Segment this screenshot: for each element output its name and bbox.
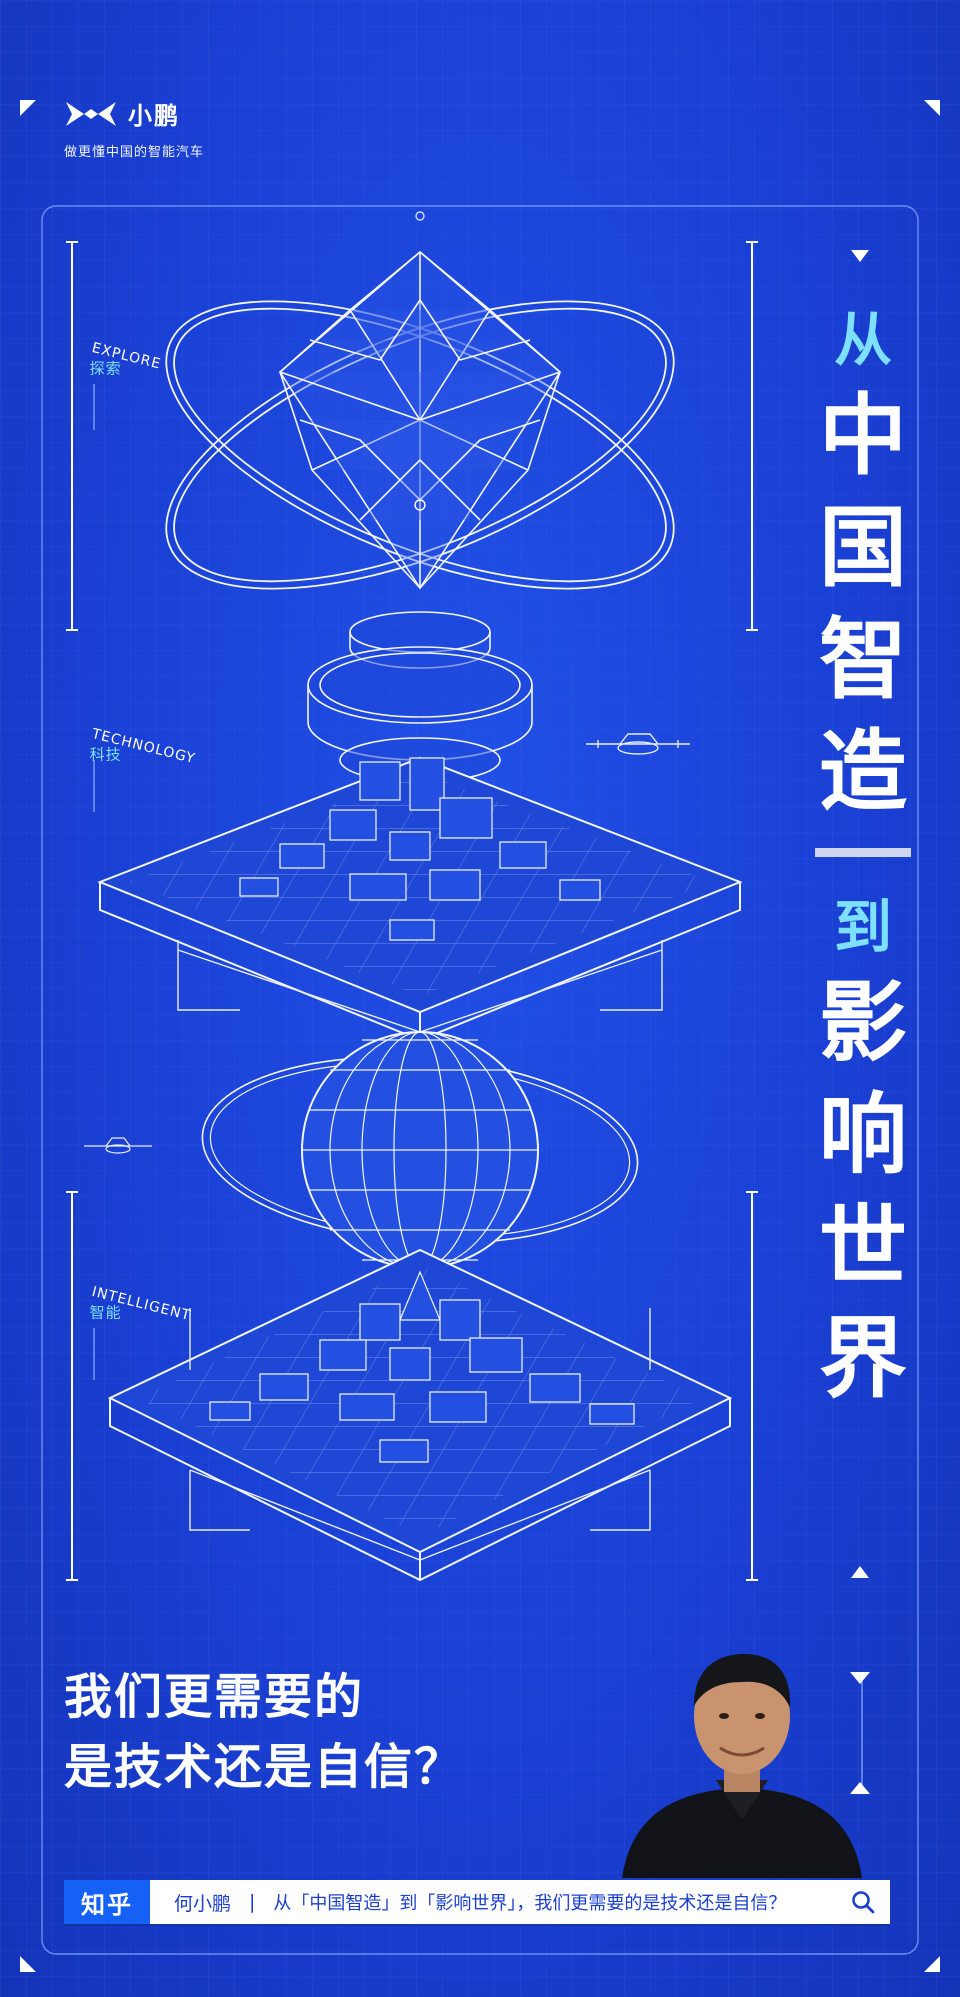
brand-name: 小鹏 — [128, 102, 180, 130]
title-char: 国 — [818, 496, 907, 599]
title-char: 世 — [818, 1195, 907, 1298]
title-char: 影 — [818, 971, 907, 1074]
label-cn: 科技 — [89, 745, 122, 764]
drone-icon — [84, 1137, 152, 1154]
label-cn: 探索 — [89, 359, 122, 378]
separator: | — [249, 1891, 256, 1913]
globe-icon — [201, 1031, 639, 1269]
title-from: 从 — [833, 306, 892, 374]
title-dash — [815, 848, 911, 857]
question-line: 我们更需要的 — [64, 1669, 365, 1725]
title-char: 响 — [818, 1083, 907, 1186]
inner-frame — [41, 205, 919, 1955]
title-char: 中 — [818, 384, 907, 487]
title-char: 界 — [818, 1307, 907, 1410]
question-heading: 我们更需要的 是技术还是自信？ — [64, 1662, 464, 1802]
title-char: 智 — [818, 608, 907, 711]
crystal-icon — [278, 250, 562, 590]
zhihu-tag: 知乎 — [64, 1880, 150, 1924]
corner-marks — [20, 100, 940, 1972]
drone-icon — [586, 733, 690, 755]
title-to: 到 — [833, 893, 892, 961]
xpeng-logo-icon — [66, 101, 116, 126]
city-platform-top — [97, 756, 743, 1042]
label-cn: 智能 — [89, 1303, 122, 1322]
brand-slogan: 做更懂中国的智能汽车 — [64, 145, 205, 160]
vertical-title: 从 中 国 智 造 到 影 响 世 界 — [808, 300, 918, 1415]
city-platform-bottom — [107, 1248, 733, 1582]
zhihu-search-bar[interactable]: 知乎 何小鹏 | 从「中国智造」到「影响世界」，我们更需要的是技术还是自信？ — [64, 1880, 890, 1924]
author-name: 何小鹏 — [174, 1892, 232, 1915]
title-char: 造 — [818, 720, 907, 823]
brand-block: 小鹏 做更懂中国的智能汽车 — [64, 96, 204, 160]
search-query: 从「中国智造」到「影响世界」，我们更需要的是技术还是自信？ — [273, 1893, 787, 1914]
question-line: 是技术还是自信？ — [64, 1739, 465, 1795]
author-photo — [612, 1630, 872, 1878]
search-icon[interactable] — [850, 1889, 876, 1915]
